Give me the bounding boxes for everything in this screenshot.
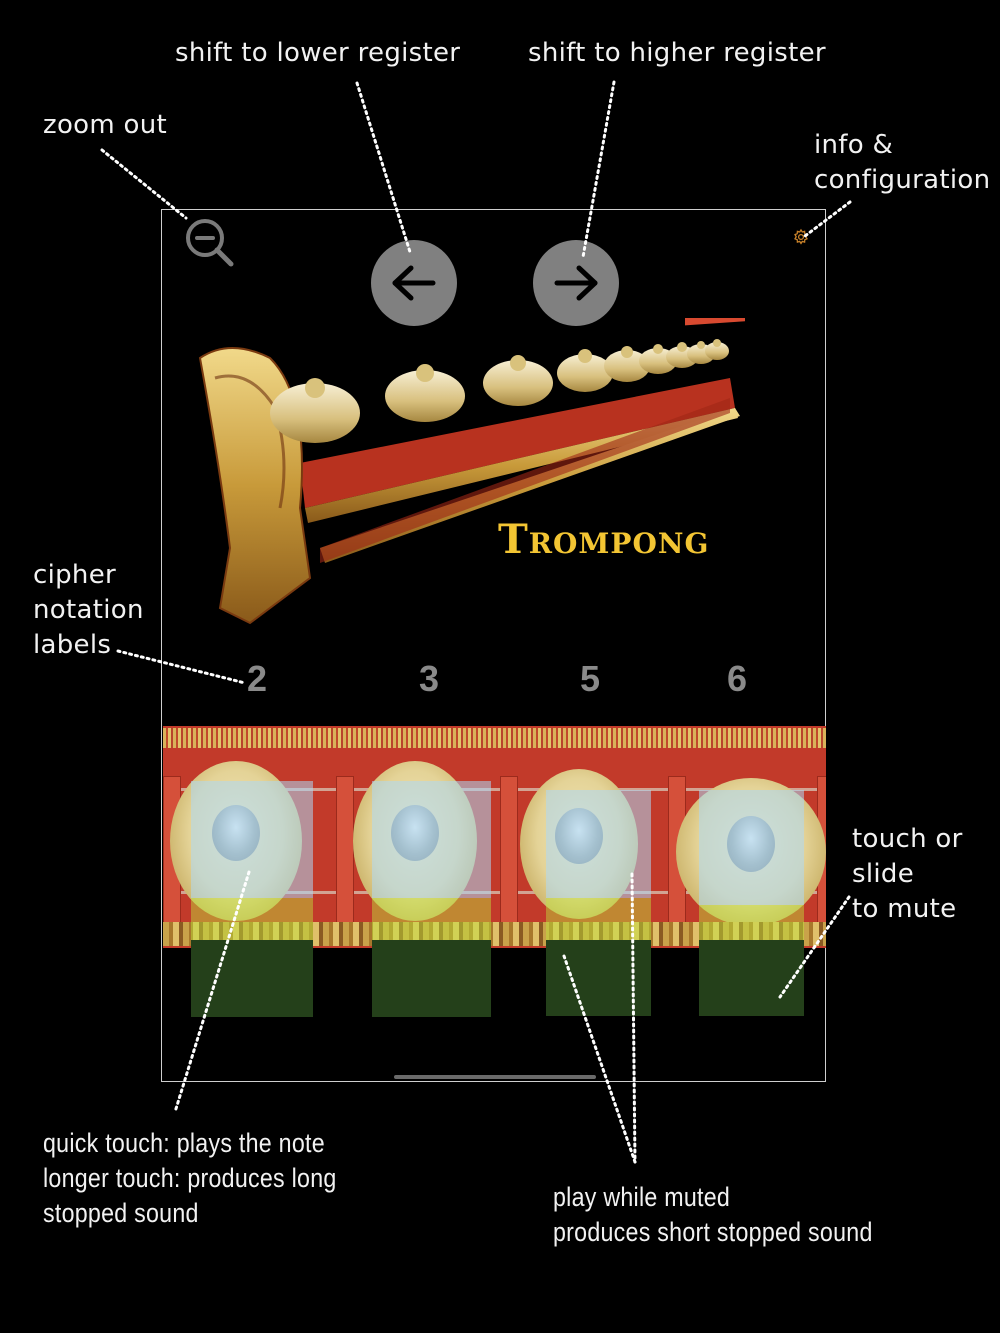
annotation-shift-higher: shift to higher register	[528, 38, 826, 68]
annotation-shift-lower: shift to lower register	[175, 38, 461, 68]
leader-zoom-out	[100, 148, 188, 220]
home-indicator[interactable]	[394, 1075, 596, 1079]
key-zone-2[interactable]	[191, 781, 313, 898]
mute-zone-6[interactable]	[699, 940, 804, 1016]
annotation-info-config: info & configuration	[814, 130, 991, 195]
arrow-left-icon	[392, 265, 436, 301]
trompong-illustration	[198, 318, 745, 625]
annotation-quick-touch: quick touch: plays the note longer touch…	[43, 1128, 337, 1228]
key-zone-3-lower[interactable]	[372, 898, 491, 940]
gear-icon	[794, 228, 808, 245]
annotation-cipher-labels: cipher notation labels	[33, 560, 144, 660]
cipher-label: 3	[418, 658, 440, 699]
shift-lower-register-button[interactable]	[371, 240, 457, 326]
key-zone-6-lower[interactable]	[699, 905, 804, 940]
key-zone-5-lower[interactable]	[546, 898, 651, 940]
key-zone-5[interactable]	[546, 790, 651, 898]
shift-higher-register-button[interactable]	[533, 240, 619, 326]
key-zone-3[interactable]	[372, 781, 491, 898]
instrument-title: Trompong	[498, 516, 710, 563]
mute-zone-2[interactable]	[191, 940, 313, 1017]
key-zone-6[interactable]	[699, 790, 804, 905]
key-zone-2-lower[interactable]	[191, 898, 313, 940]
gong-bells	[270, 339, 729, 443]
annotation-play-muted: play while muted produces short stopped …	[553, 1182, 873, 1247]
mute-zone-5[interactable]	[546, 940, 651, 1016]
cipher-label: 5	[579, 658, 601, 699]
mute-zone-3[interactable]	[372, 940, 491, 1017]
rack-top-trim	[163, 728, 826, 748]
cipher-label: 2	[246, 658, 268, 699]
settings-button[interactable]	[792, 228, 810, 246]
annotation-zoom-out: zoom out	[43, 110, 168, 140]
zoom-out-icon	[186, 219, 234, 267]
arrow-right-icon	[554, 265, 598, 301]
cipher-label: 6	[726, 658, 748, 699]
annotation-touch-mute: touch or slide to mute	[852, 824, 963, 924]
zoom-out-button[interactable]	[181, 214, 237, 270]
